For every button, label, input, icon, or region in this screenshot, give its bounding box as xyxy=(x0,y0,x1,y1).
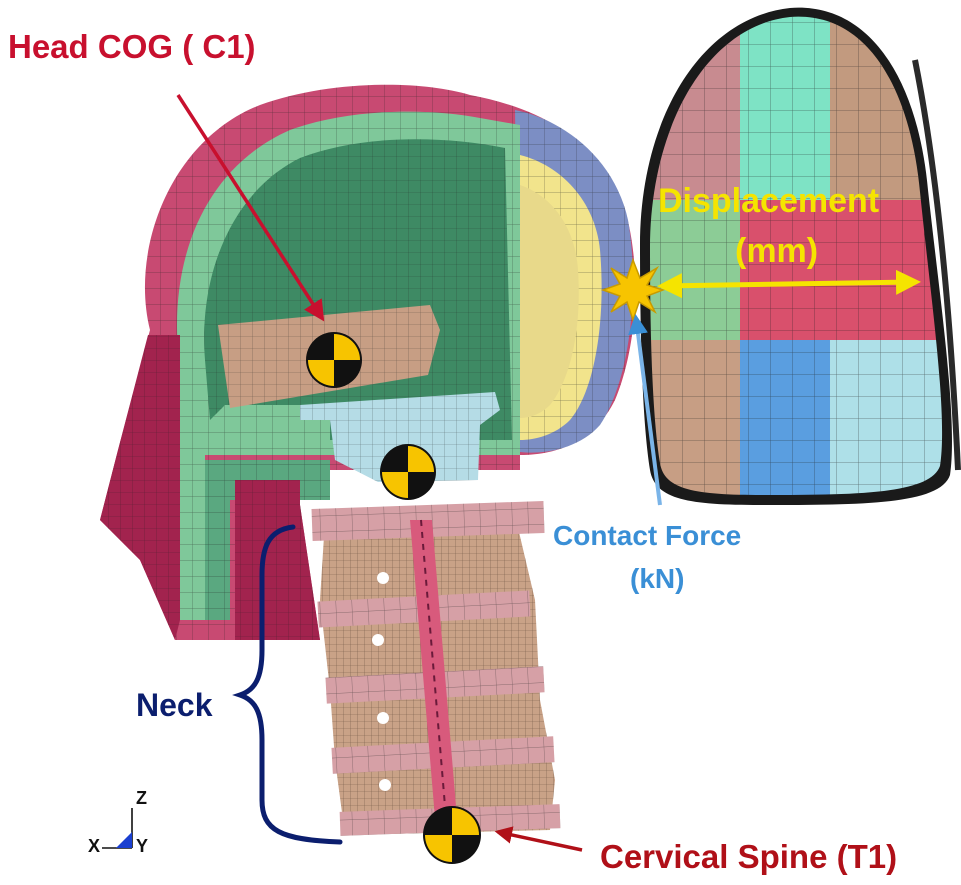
cervical-spine-label: Cervical Spine (T1) xyxy=(600,838,897,875)
neck-model xyxy=(311,500,561,836)
contact-force-label: Contact Force xyxy=(553,520,741,551)
contact-burst-icon xyxy=(600,257,666,323)
head-cog-arrow xyxy=(176,94,325,322)
neck-label: Neck xyxy=(136,687,213,723)
cervical-spine-arrow xyxy=(494,826,583,852)
displacement-arrow xyxy=(657,269,921,299)
cog-marker-t1 xyxy=(423,806,481,864)
displacement-label: Displacement xyxy=(658,182,879,220)
skull-model xyxy=(100,84,636,640)
head-cog-label: Head COG ( C1) xyxy=(8,28,256,65)
cog-marker-head xyxy=(306,332,362,388)
neck-brace xyxy=(232,524,343,845)
displacement-unit-label: (mm) xyxy=(735,232,818,270)
contact-force-unit-label: (kN) xyxy=(630,563,684,594)
cog-marker-c1 xyxy=(380,444,436,500)
contact-force-arrow xyxy=(628,314,662,506)
impactor xyxy=(640,7,961,506)
axis-x-label: X xyxy=(88,836,100,856)
axis-z-label: Z xyxy=(136,788,147,808)
axis-triad: Z X Y xyxy=(88,788,148,856)
axis-y-label: Y xyxy=(136,836,148,856)
